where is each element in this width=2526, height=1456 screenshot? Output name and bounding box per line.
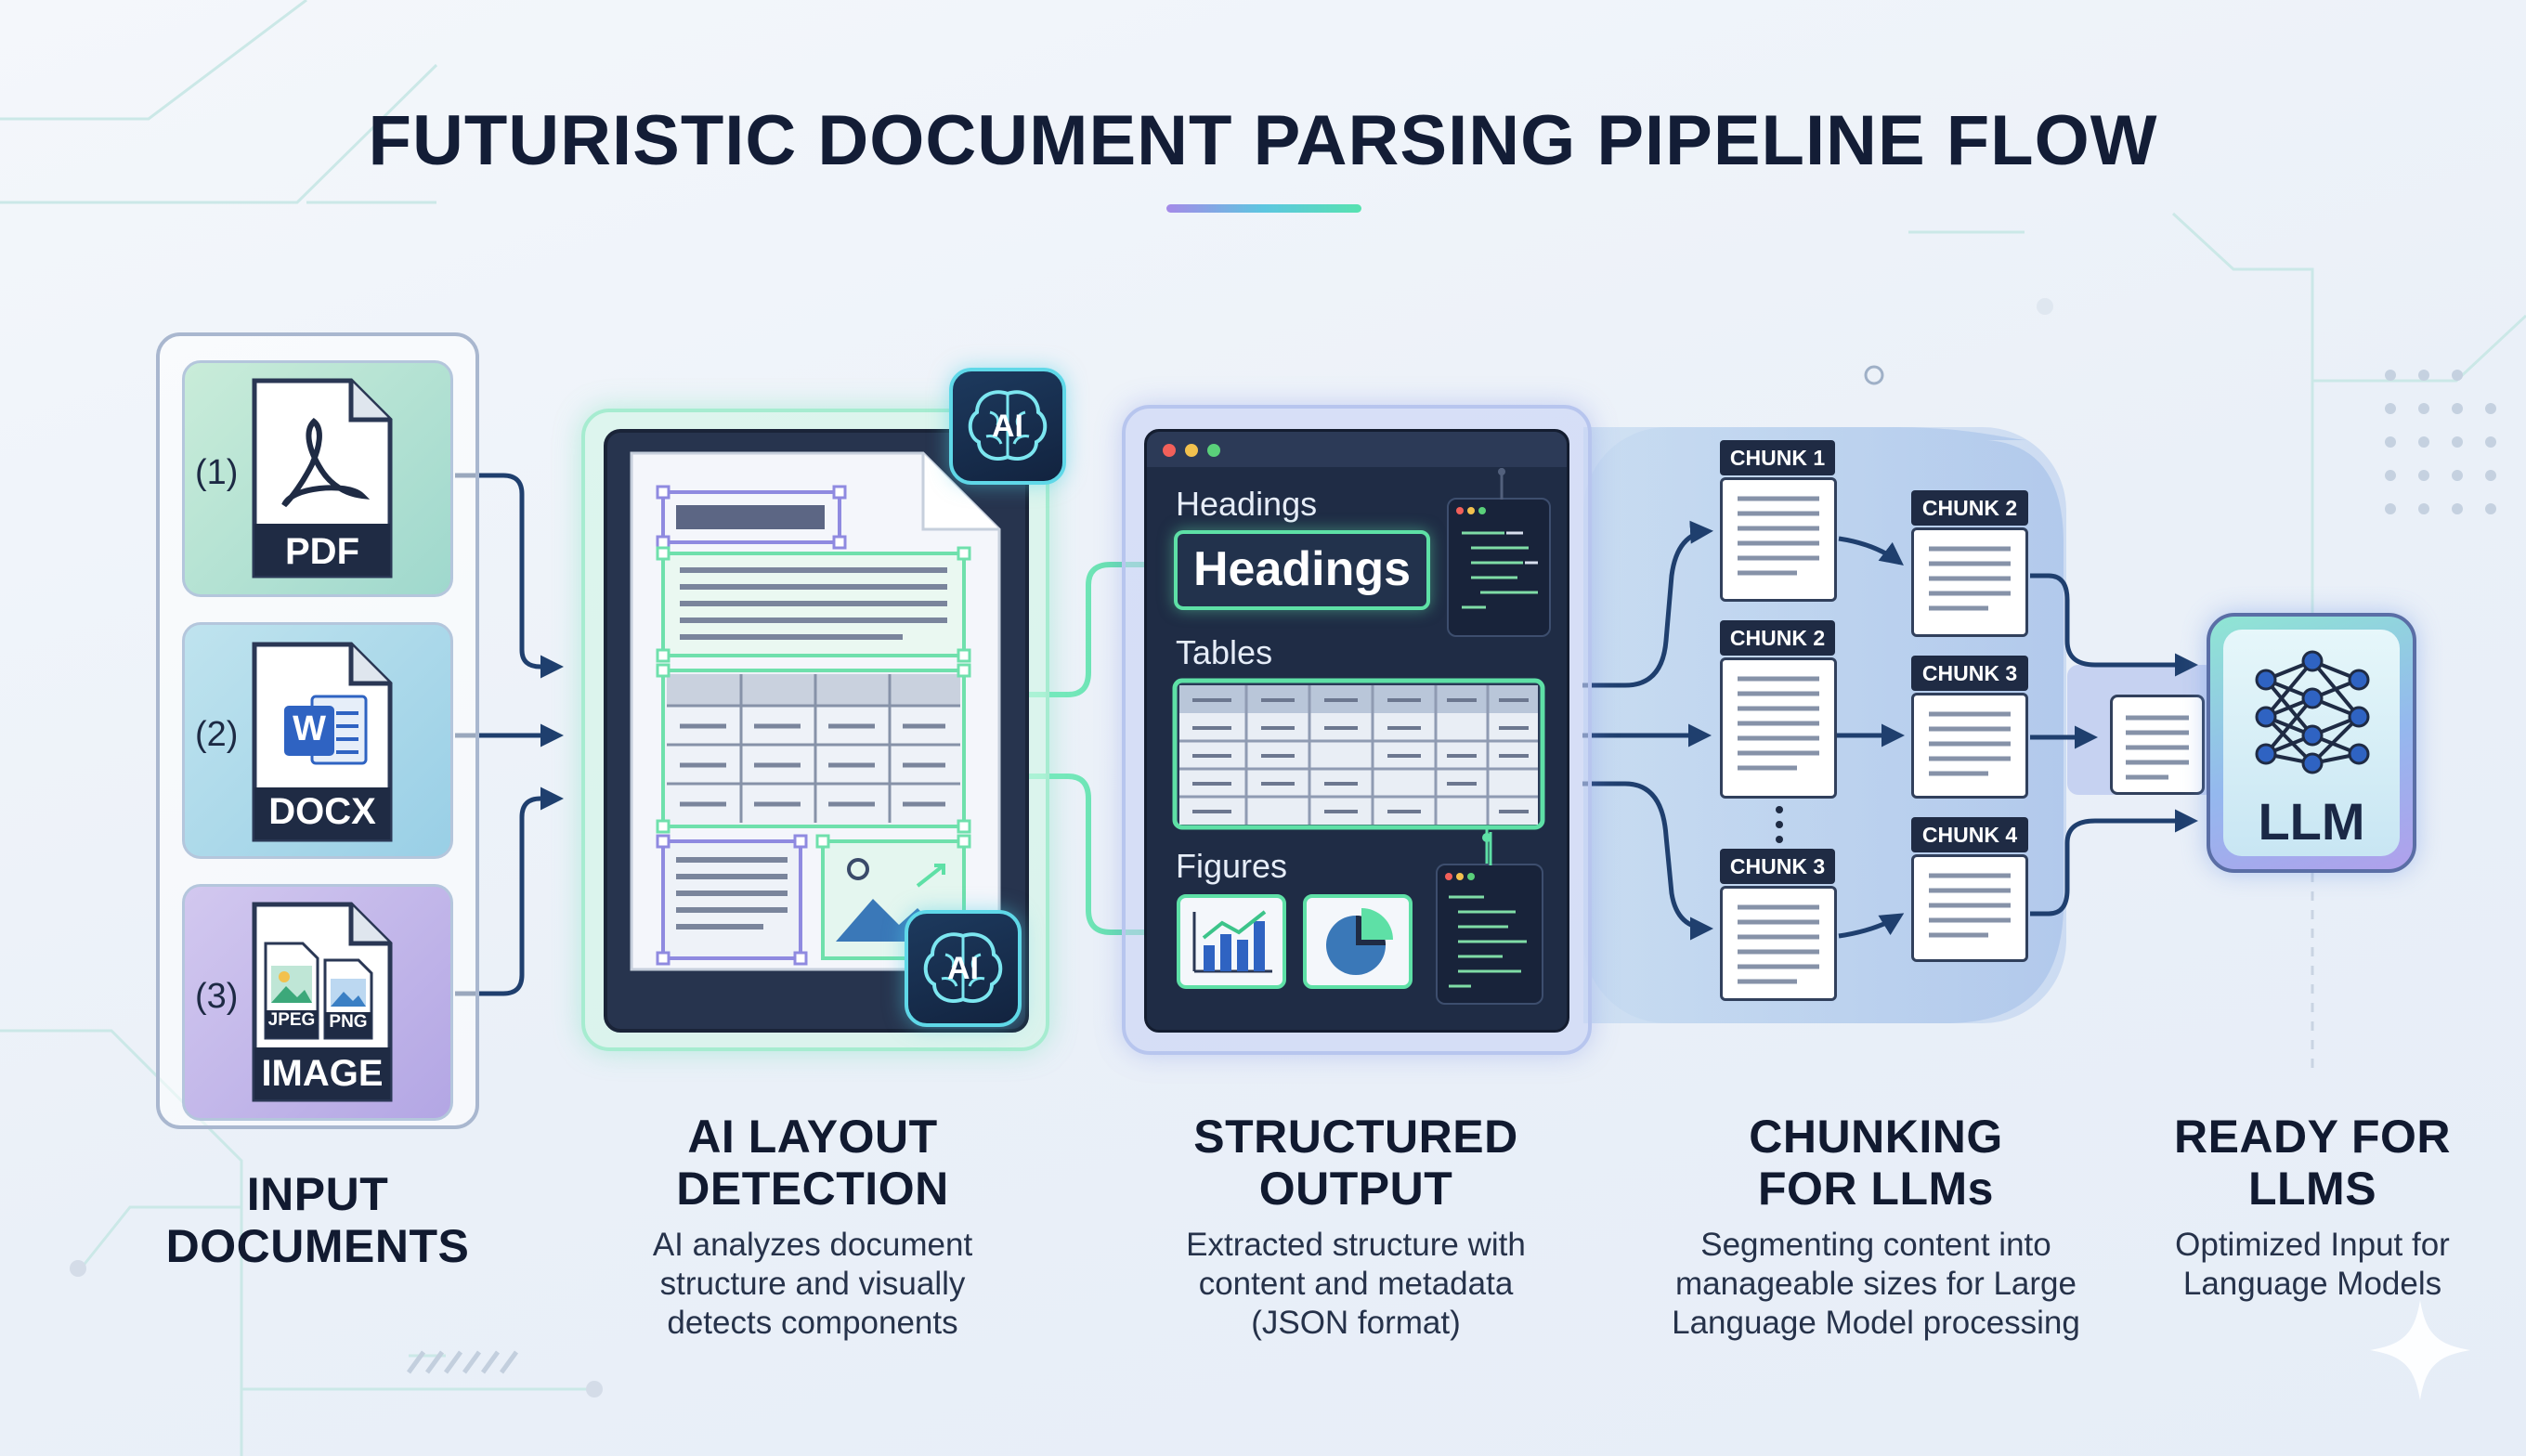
chunk-paper-col2-3[interactable] (1911, 854, 2028, 962)
chunk-paper-col2-1[interactable] (1911, 527, 2028, 637)
chunk-paper-col1-1[interactable] (1720, 477, 1837, 602)
chunk-paper-col1-2[interactable] (1720, 657, 1837, 799)
ai-badge-top-text: AI (992, 409, 1023, 444)
sparkle-icon (2370, 1300, 2470, 1400)
chunk-tag-col1-3: CHUNK 3 (1720, 849, 1835, 884)
page-title: FUTURISTIC DOCUMENT PARSING PIPELINE FLO… (368, 101, 2158, 180)
brain-icon (968, 390, 1048, 461)
chunk-tag-col2-3: CHUNK 4 (1911, 817, 2028, 852)
stage-desc-chunking-line3: Language Model processing (1672, 1305, 2080, 1341)
stage-title-structured-line2: OUTPUT (1258, 1163, 1453, 1215)
ai-badge-bottom (905, 910, 1022, 1027)
stage-desc-layout: AI analyzes document structure and visua… (585, 1226, 1040, 1343)
chunk-paper-col1-3[interactable] (1720, 886, 1837, 1001)
image-label: IMAGE (261, 1053, 384, 1094)
pdf-icon (252, 378, 393, 578)
combined-input-doc (2110, 695, 2205, 795)
doc-number-3: (3) (195, 977, 239, 1016)
stage-desc-structured-line2: content and metadata (1198, 1266, 1514, 1302)
png-label: PNG (329, 1012, 368, 1032)
stage-title-chunking-line1: CHUNKING (1749, 1111, 2003, 1163)
layout-document-page (630, 451, 1001, 971)
chunk-tag-col1-1: CHUNK 1 (1720, 440, 1835, 475)
jpeg-label: JPEG (267, 1010, 316, 1030)
stage-desc-chunking: Segmenting content into manageable sizes… (1625, 1226, 2127, 1343)
stage-title-input-line1: INPUT (246, 1168, 389, 1220)
ai-badge-top (949, 368, 1066, 485)
stage-title-input: INPUT DOCUMENTS (104, 1168, 531, 1272)
stage-title-ready: READY FOR LLMS (2127, 1111, 2498, 1215)
window-titlebar (1147, 432, 1567, 467)
dot-grid (2385, 370, 2496, 514)
stage-desc-structured-line3: (JSON format) (1251, 1305, 1461, 1341)
stage-desc-layout-line3: detects components (667, 1305, 958, 1341)
neural-network-icon (2255, 650, 2370, 774)
image-icon (252, 902, 393, 1102)
stage-title-ready-line2: LLMS (2247, 1163, 2377, 1215)
stage-desc-structured: Extracted structure with content and met… (1105, 1226, 1607, 1343)
headings-label: Headings (1176, 485, 1318, 523)
pdf-label: PDF (285, 531, 359, 572)
chunk-paper-col2-2[interactable] (1911, 693, 2028, 799)
stage-title-layout: AI LAYOUT DETECTION (594, 1111, 1031, 1215)
stage-desc-layout-line1: AI analyzes document (652, 1227, 973, 1263)
title-underline (1166, 204, 1361, 213)
table-preview (1172, 678, 1545, 830)
stage-desc-ready: Optimized Input for Language Models (2127, 1226, 2498, 1304)
stage-desc-ready-line1: Optimized Input for (2175, 1227, 2450, 1263)
pie-chart-figure-icon (1303, 894, 1413, 989)
doc-number-2: (2) (195, 715, 239, 754)
stage-title-chunking: CHUNKING FOR LLMs (1644, 1111, 2108, 1215)
stage-desc-layout-line2: structure and visually (659, 1266, 966, 1302)
docx-label: DOCX (268, 791, 376, 832)
stage-title-chunking-line2: FOR LLMs (1758, 1163, 1994, 1215)
chunk-tag-col1-2: CHUNK 2 (1720, 620, 1835, 656)
stage-desc-ready-line2: Language Models (2182, 1266, 2442, 1302)
headings-box (1174, 530, 1430, 610)
tables-label: Tables (1176, 633, 1273, 671)
word-icon (252, 642, 393, 842)
stage-title-structured: STRUCTURED OUTPUT (1114, 1111, 1597, 1215)
brain-icon (923, 932, 1003, 1003)
json-panel-top (1447, 498, 1551, 637)
json-panel-bottom (1436, 864, 1543, 1005)
ai-badge-bottom-text: AI (947, 951, 979, 986)
word-icon-letter: W (293, 709, 326, 748)
stage-desc-chunking-line1: Segmenting content into (1700, 1227, 2051, 1263)
doc-number-1: (1) (195, 453, 239, 492)
hatch-marks (406, 1350, 519, 1374)
stage-title-layout-line1: AI LAYOUT (687, 1111, 938, 1163)
stage-desc-structured-line1: Extracted structure with (1186, 1227, 1526, 1263)
stage-title-ready-line1: READY FOR (2173, 1111, 2452, 1163)
stage-title-structured-line1: STRUCTURED (1193, 1111, 1518, 1163)
stage-desc-chunking-line2: manageable sizes for Large (1675, 1266, 2077, 1302)
headings-big-text: Headings (1192, 542, 1412, 596)
llm-label: LLM (2258, 792, 2365, 851)
stage-title-layout-line2: DETECTION (676, 1163, 949, 1215)
chunk-tag-col2-2: CHUNK 3 (1911, 656, 2028, 691)
bar-chart-figure-icon (1177, 894, 1286, 989)
figures-label: Figures (1176, 847, 1288, 885)
chunk-tag-col2-1: CHUNK 2 (1911, 490, 2028, 526)
stage-title-input-line2: DOCUMENTS (165, 1220, 470, 1272)
